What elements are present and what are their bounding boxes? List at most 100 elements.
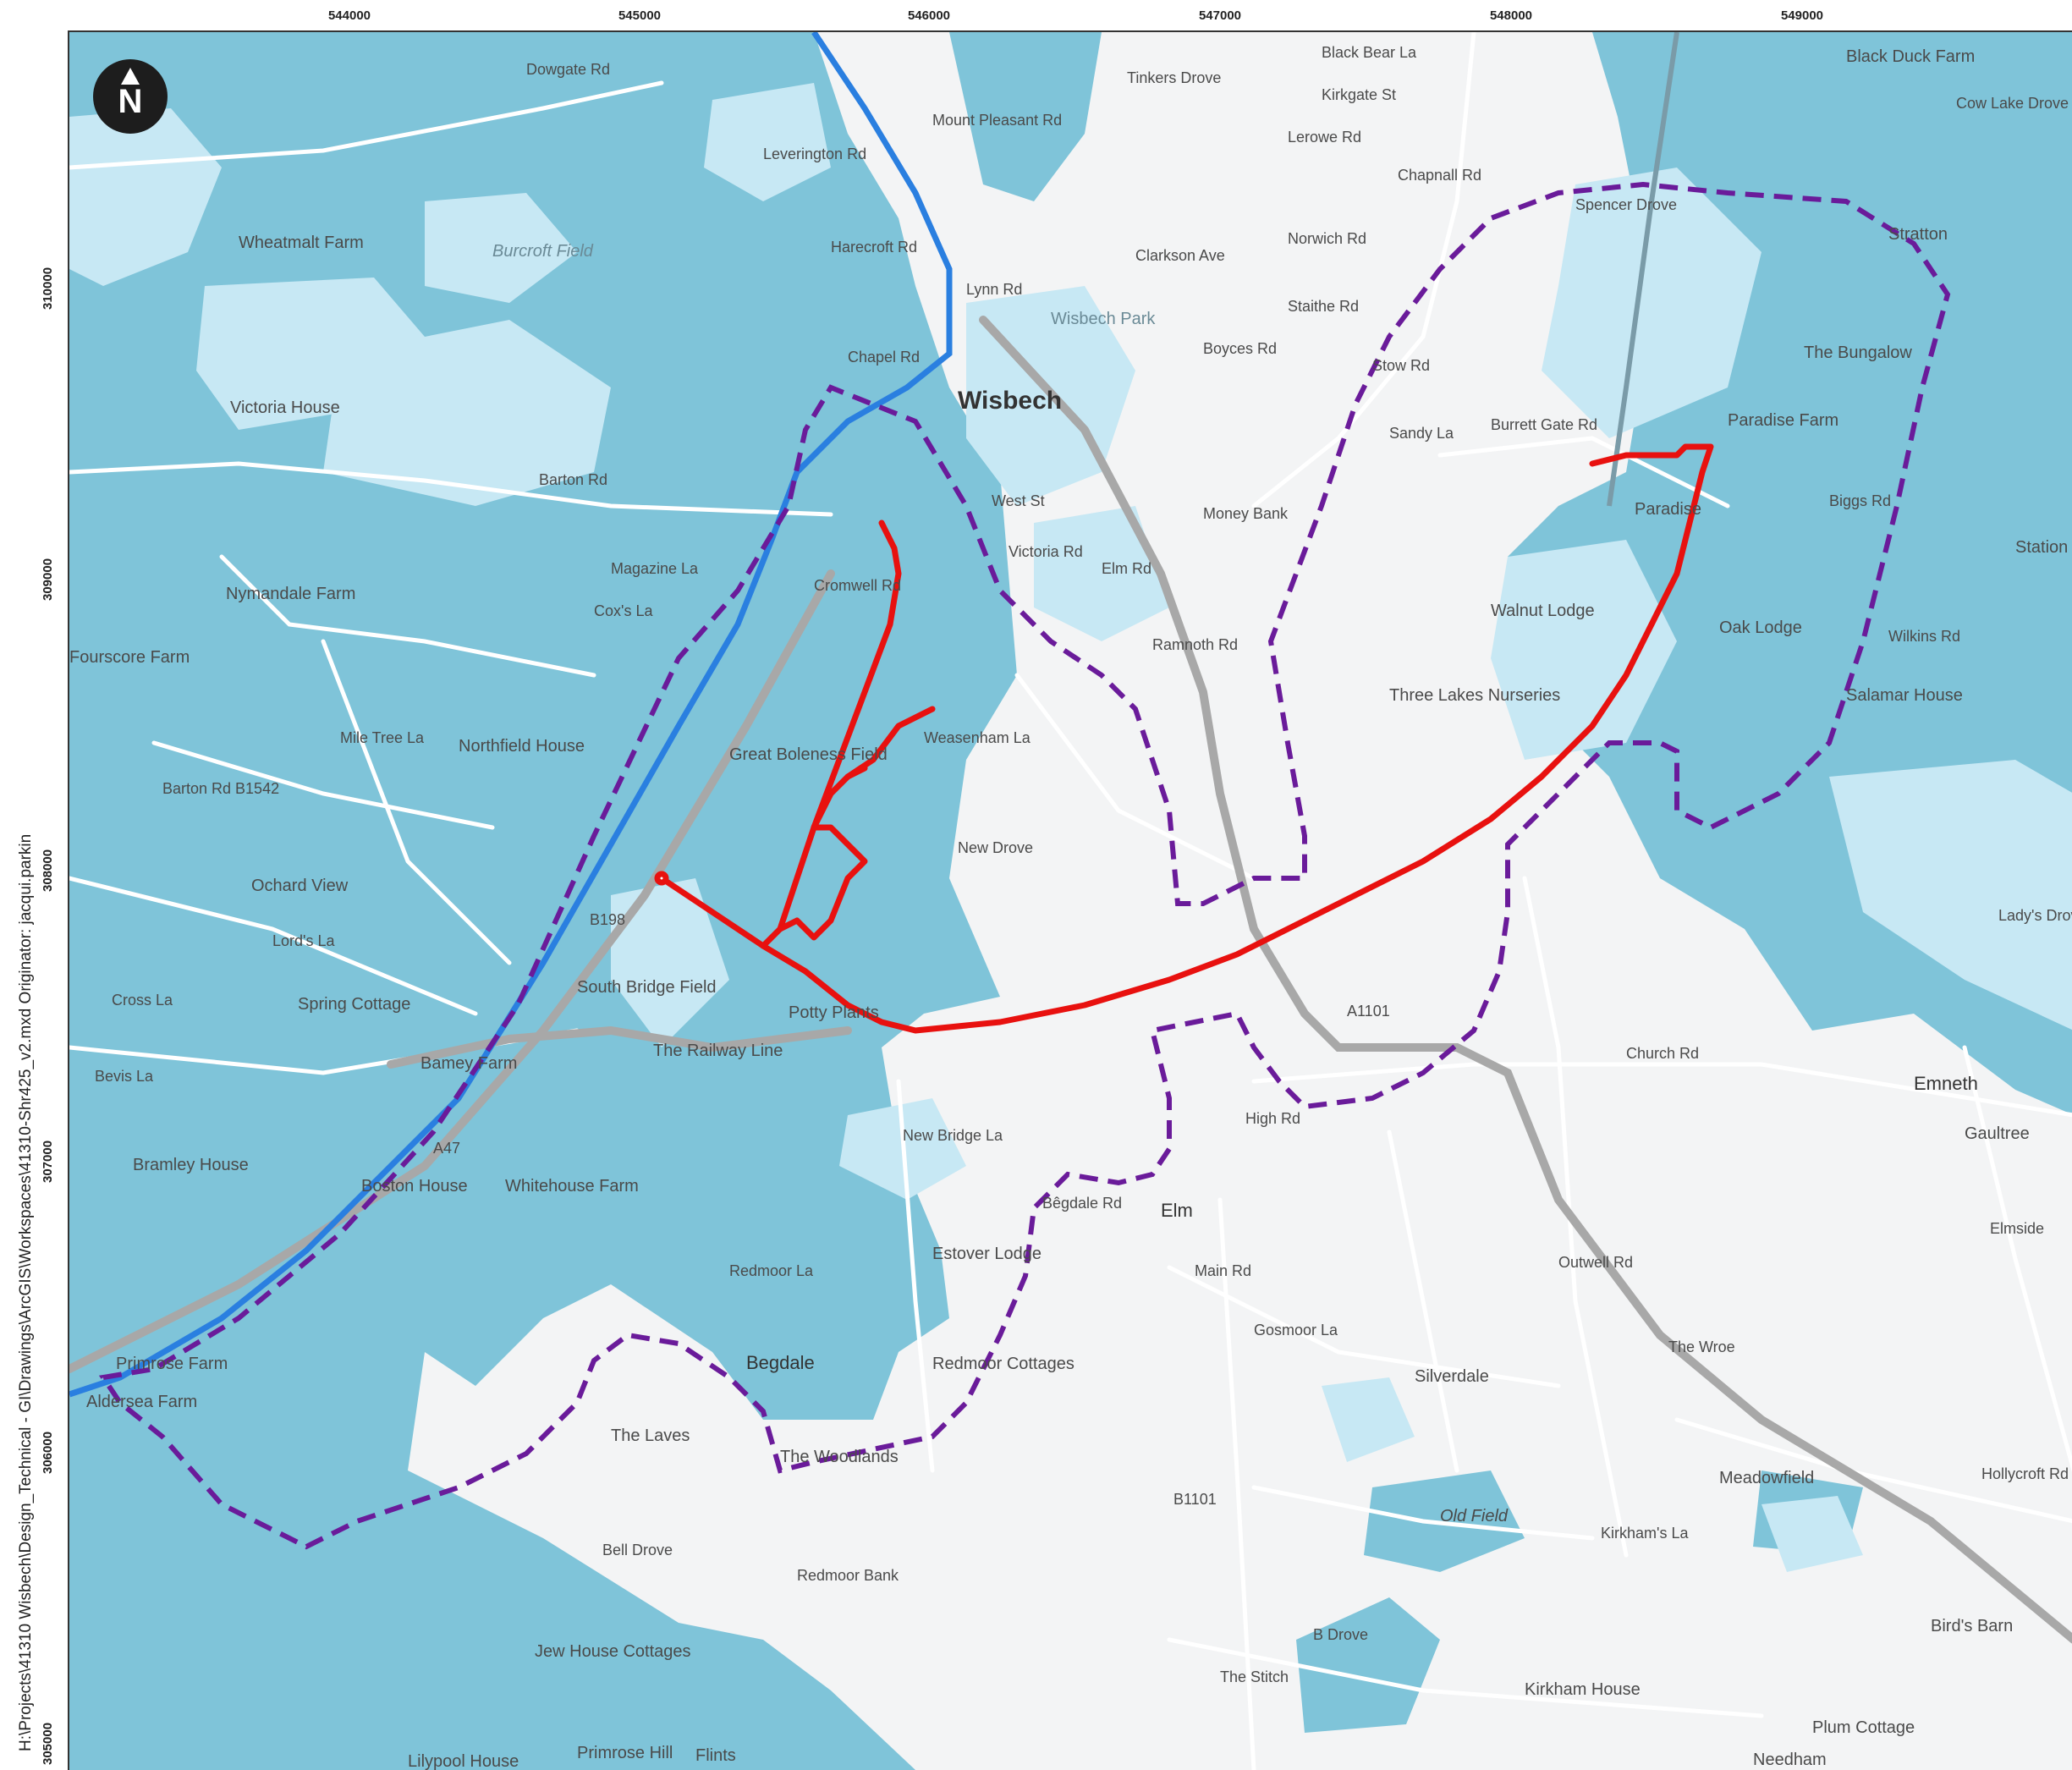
label-a1101: A1101 [1347, 1003, 1390, 1020]
label-lerowe-rd: Lerowe Rd [1288, 129, 1361, 146]
label-mount-pleasant-rd: Mount Pleasant Rd [932, 112, 1062, 129]
label-cromwell-rd: Cromwell Rd [814, 577, 901, 594]
label-weasenham-la: Weasenham La [924, 729, 1031, 746]
label-whitehouse-farm: Whitehouse Farm [505, 1177, 639, 1196]
label-outwell-rd: Outwell Rd [1558, 1254, 1633, 1271]
label-meadowfield: Meadowfield [1719, 1469, 1814, 1487]
label-new-bridge-la: New Bridge La [903, 1127, 1003, 1144]
label-redmoor-la: Redmoor La [729, 1262, 814, 1279]
label-norwich-rd: Norwich Rd [1288, 230, 1366, 247]
label-gaultree: Gaultree [1965, 1124, 2030, 1143]
label-silverdale: Silverdale [1415, 1367, 1489, 1386]
label-lynn-rd: Lynn Rd [966, 281, 1022, 298]
label-emneth: Emneth [1914, 1073, 1978, 1094]
label-the-stitch: The Stitch [1220, 1668, 1289, 1685]
label-elm: Elm [1161, 1200, 1193, 1221]
label-kirkgate-st: Kirkgate St [1322, 86, 1396, 103]
label-leverington-rd: Leverington Rd [763, 146, 866, 162]
label-salamar-house: Salamar House [1846, 686, 1963, 705]
label-cow-lake-drove: Cow Lake Drove [1956, 95, 2069, 112]
northing-tick-309000: 309000 [41, 558, 55, 601]
label-a47: A47 [433, 1140, 460, 1157]
easting-tick-544000: 544000 [327, 8, 371, 23]
label-barton-rd: Barton Rd [539, 471, 607, 488]
label-biggs-rd: Biggs Rd [1829, 492, 1891, 509]
label-walnut-lodge: Walnut Lodge [1491, 602, 1595, 620]
label-three-lakes-nurseries: Three Lakes Nurseries [1389, 686, 1560, 705]
label-coxs-la: Cox's La [594, 602, 653, 619]
label-spring-cottage: Spring Cottage [298, 995, 410, 1014]
label-aldersea-farm: Aldersea Farm [86, 1393, 197, 1411]
label-kirkham-house: Kirkham House [1525, 1680, 1641, 1699]
label-spencer-drove: Spencer Drove [1575, 196, 1677, 213]
label-ramnoth-rd: Ramnoth Rd [1152, 636, 1238, 653]
label-ochard-view: Ochard View [251, 877, 349, 895]
label-tinkers-drove: Tinkers Drove [1127, 69, 1221, 86]
label-elmside: Elmside [1990, 1220, 2044, 1237]
map-canvas[interactable]: Wisbech Elm Emneth Begdale Wheatmalt Far… [69, 32, 2072, 1770]
label-black-duck-farm: Black Duck Farm [1846, 47, 1975, 66]
label-chapnall-rd: Chapnall Rd [1398, 167, 1481, 184]
label-wilkins-rd: Wilkins Rd [1888, 628, 1960, 645]
label-wisbech: Wisbech [958, 387, 1062, 415]
label-elm-rd: Elm Rd [1102, 560, 1151, 577]
major-roads [69, 316, 2072, 1644]
label-flints: Flints [695, 1746, 736, 1765]
label-victoria-rd: Victoria Rd [1009, 543, 1083, 560]
easting-tick-545000: 545000 [618, 8, 662, 23]
label-magazine-la: Magazine La [611, 560, 699, 577]
northing-tick-308000: 308000 [41, 849, 55, 892]
label-dowgate-rd: Dowgate Rd [526, 61, 610, 78]
label-burcroft-field: Burcroft Field [492, 242, 594, 261]
label-harecroft-rd: Harecroft Rd [831, 239, 917, 256]
label-kirkhams-la: Kirkham's La [1601, 1525, 1689, 1542]
label-redmoor-cottages: Redmoor Cottages [932, 1355, 1074, 1373]
northing-tick-305000: 305000 [41, 1722, 55, 1765]
label-the-laves: The Laves [611, 1426, 690, 1445]
label-redmoor-bank: Redmoor Bank [797, 1567, 899, 1584]
label-new-drove: New Drove [958, 839, 1033, 856]
label-barton-rd-b1542: Barton Rd B1542 [162, 780, 279, 797]
label-victoria-house: Victoria House [230, 399, 340, 417]
label-great-boleness-field: Great Boleness Field [729, 745, 888, 764]
label-wheatmalt-farm: Wheatmalt Farm [239, 234, 364, 252]
label-northfield-house: Northfield House [459, 737, 585, 756]
label-fourscore-farm: Fourscore Farm [69, 648, 190, 667]
label-station: Station [2015, 538, 2068, 557]
north-arrow: N [93, 59, 168, 134]
label-high-rd: High Rd [1245, 1110, 1300, 1127]
northing-tick-310000: 310000 [41, 267, 55, 310]
label-b1101: B1101 [1173, 1491, 1217, 1508]
label-bramley-house: Bramley House [133, 1156, 249, 1174]
label-stratton: Stratton [1888, 225, 1948, 244]
label-needham: Needham [1753, 1751, 1827, 1769]
label-black-bear-la: Black Bear La [1322, 44, 1417, 61]
label-plum-cottage: Plum Cottage [1812, 1718, 1915, 1737]
northing-tick-307000: 307000 [41, 1140, 55, 1183]
north-label: N [118, 83, 143, 120]
easting-tick-547000: 547000 [1198, 8, 1242, 23]
label-oak-lodge: Oak Lodge [1719, 618, 1802, 637]
label-the-bungalow: The Bungalow [1804, 344, 1912, 362]
label-primrose-farm: Primrose Farm [116, 1355, 228, 1373]
label-boyces-rd: Boyces Rd [1203, 340, 1277, 357]
label-cross-la: Cross La [112, 992, 173, 1009]
label-main-rd: Main Rd [1195, 1262, 1251, 1279]
label-paradise-farm: Paradise Farm [1728, 411, 1838, 430]
label-old-field: Old Field [1440, 1507, 1509, 1525]
label-sandy-la: Sandy La [1389, 425, 1454, 442]
label-bamey-farm: Bamey Farm [420, 1054, 517, 1073]
proposed-route [654, 443, 1714, 1034]
label-bevis-la: Bevis La [95, 1068, 154, 1085]
label-money-bank: Money Bank [1203, 505, 1289, 522]
easting-tick-548000: 548000 [1489, 8, 1533, 23]
label-begdale-rd: Bêgdale Rd [1042, 1195, 1122, 1212]
label-staithe-rd: Staithe Rd [1288, 298, 1359, 315]
northing-tick-306000: 306000 [41, 1431, 55, 1474]
label-the-wroe: The Wroe [1668, 1338, 1735, 1355]
river-nene [69, 32, 953, 1398]
label-lilypool-house: Lilypool House [408, 1752, 519, 1770]
label-burrett-gate-rd: Burrett Gate Rd [1491, 416, 1597, 433]
map-frame[interactable]: Wisbech Elm Emneth Begdale Wheatmalt Far… [68, 30, 2072, 1770]
